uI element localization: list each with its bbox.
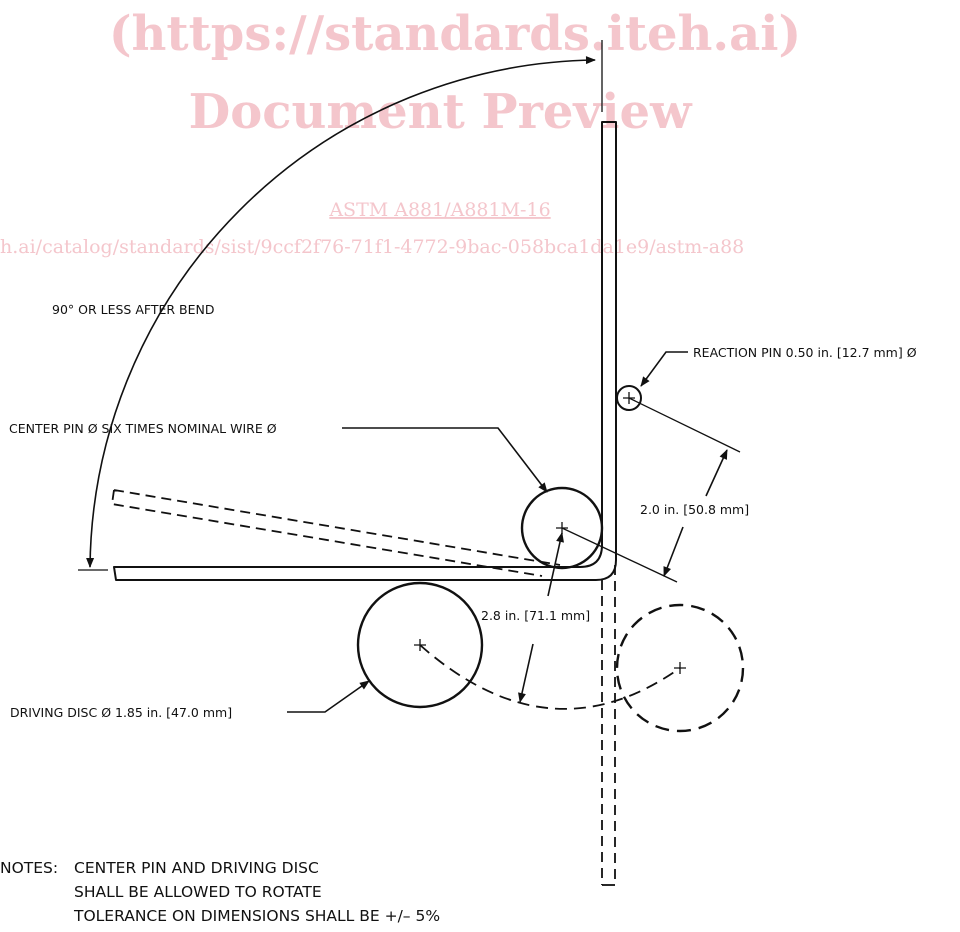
driving-disc-label: DRIVING DISC Ø 1.85 in. [47.0 mm] — [10, 705, 232, 720]
bent-wire-specimen — [113, 121, 617, 581]
watermark-title: Document Preview — [189, 84, 693, 140]
driving-disc-rotated — [615, 603, 745, 733]
angle-arc — [86, 56, 596, 568]
disc-dimension-line-lower — [518, 643, 534, 703]
note-line-1: CENTER PIN AND DRIVING DISC — [74, 859, 319, 877]
center-pin-label: CENTER PIN Ø SIX TIMES NOMINAL WIRE Ø — [9, 421, 277, 436]
watermark-catalog-url: h.ai/catalog/standards/sist/9ccf2f76-71f… — [0, 236, 744, 258]
driving-disc — [356, 581, 484, 709]
driving-disc-leader — [287, 680, 370, 713]
note-line-2: SHALL BE ALLOWED TO ROTATE — [74, 883, 322, 901]
reaction-pin — [616, 385, 642, 411]
reaction-pin-extension-line — [628, 397, 741, 453]
center-pin-extension-line — [561, 527, 678, 583]
note-line-3: TOLERANCE ON DIMENSIONS SHALL BE +/– 5% — [73, 907, 440, 925]
reaction-pin-leader — [640, 351, 688, 387]
angle-label: 90° OR LESS AFTER BEND — [52, 302, 215, 317]
reaction-dimension-label: 2.0 in. [50.8 mm] — [640, 502, 749, 517]
watermark-url: (https://standards.iteh.ai) — [109, 6, 801, 62]
watermark-standard: ASTM A881/A881M-16 — [328, 199, 550, 221]
center-pin-leader — [342, 427, 548, 493]
center-pin — [520, 486, 604, 570]
disc-dimension-label: 2.8 in. [71.1 mm] — [481, 608, 590, 623]
reaction-dimension-line-lower — [663, 526, 684, 577]
reaction-pin-label: REACTION PIN 0.50 in. [12.7 mm] Ø — [693, 345, 917, 360]
disc-dimension-line-upper — [547, 532, 564, 597]
notes-prefix: NOTES: — [0, 859, 58, 877]
reaction-dimension-line-upper — [705, 449, 728, 497]
driving-disc-travel-path — [419, 644, 681, 710]
initial-wire-position — [110, 489, 561, 577]
